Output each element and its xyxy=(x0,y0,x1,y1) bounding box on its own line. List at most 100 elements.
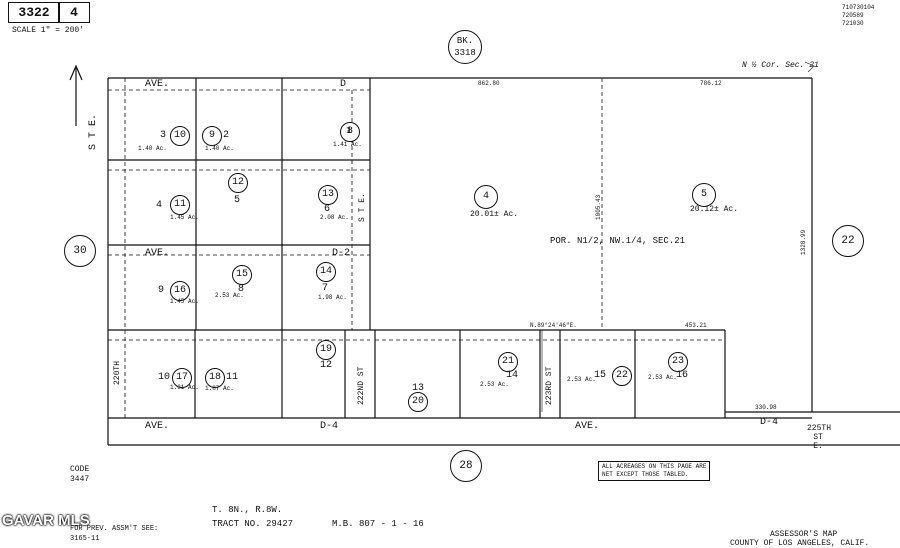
top-right-code-1: 710730104 xyxy=(842,4,875,11)
area-p11: 1.87 Ac. xyxy=(205,385,234,392)
block-15-parcel[interactable]: 22 xyxy=(612,366,632,386)
dim-mid-north: 1005.43 xyxy=(595,194,602,220)
area-p16: 2.53 Ac. xyxy=(648,374,677,381)
prev-assmt-value: 3165-11 xyxy=(70,535,100,543)
block-7-parcel-num: 14 xyxy=(319,266,332,277)
block-14: 14 xyxy=(506,370,519,381)
adjacent-page-28-label: 28 xyxy=(459,460,473,472)
area-p4: 1.45 Ac. xyxy=(170,214,199,221)
block-12-parcel[interactable]: 19 xyxy=(316,340,336,360)
block-7-parcel[interactable]: 14 xyxy=(316,262,336,282)
block-10-parcel-num: 17 xyxy=(175,372,188,383)
tract-number: TRACT NO. 29427 xyxy=(212,519,294,529)
parcel-4-circle[interactable]: 4 xyxy=(474,185,498,209)
block-1-parcel[interactable]: 8 xyxy=(340,122,360,142)
block-4: 4 xyxy=(156,200,163,211)
dim-top-b: 786.12 xyxy=(700,80,722,87)
block-1: 1 xyxy=(346,126,353,137)
area-p2: 1.40 Ac. xyxy=(205,145,234,152)
ave-d4-mid-label: D-4 xyxy=(320,421,339,432)
block-13: 13 xyxy=(412,383,425,394)
block-15-parcel-num: 22 xyxy=(615,370,628,381)
block-13-parcel-num: 20 xyxy=(411,396,424,407)
block-4-parcel[interactable]: 11 xyxy=(170,195,190,215)
block-14-parcel-num: 21 xyxy=(501,356,514,367)
page-number: 4 xyxy=(70,5,78,20)
code-value: 3447 xyxy=(70,475,90,484)
adjacent-page-28[interactable]: 28 xyxy=(450,450,482,482)
block-12: 12 xyxy=(320,360,333,371)
block-10: 10 xyxy=(158,372,171,383)
adjacent-page-22[interactable]: 22 xyxy=(832,225,864,257)
mls-watermark: GAVAR MLS xyxy=(2,512,90,529)
block-13-parcel[interactable]: 20 xyxy=(408,392,428,412)
ave-d4-right-label: D-4 xyxy=(760,417,779,428)
area-p9: 1.45 Ac. xyxy=(170,298,199,305)
adjacent-page-22-label: 22 xyxy=(841,235,855,247)
code-label: CODE xyxy=(70,465,90,474)
area-p3: 1.40 Ac. xyxy=(138,145,167,152)
block-8: 8 xyxy=(238,284,245,295)
ave-d4-right-left-label: AVE. xyxy=(575,421,600,432)
area-p10: 1.31 Ac. xyxy=(170,384,199,391)
st-223rd-label: 223RD ST xyxy=(545,366,554,405)
book-ref[interactable]: BK. 3318 xyxy=(448,30,482,64)
dim-sec-line: N.89°24'46"E. xyxy=(530,322,577,329)
map-number-box: 3322 xyxy=(8,2,60,23)
block-8-parcel[interactable]: 15 xyxy=(232,265,252,285)
dim-top-a: 862.80 xyxy=(478,80,500,87)
block-2-parcel[interactable]: 9 xyxy=(202,126,222,146)
block-12-parcel-num: 19 xyxy=(319,344,332,355)
map-number: 3322 xyxy=(18,5,50,20)
block-6: 6 xyxy=(324,204,331,215)
prev-assmt-label: FOR PREV. ASSM'T SEE: xyxy=(70,525,159,533)
acreage-note: ALL ACREAGES ON THIS PAGE ARE NET EXCEPT… xyxy=(598,461,711,481)
block-5-parcel-num: 12 xyxy=(231,177,244,188)
ave-d2-left-label: AVE. xyxy=(145,248,170,259)
parcel-4-number: 4 xyxy=(482,191,489,202)
st-222nd-label: 222ND ST xyxy=(357,366,366,405)
map-book-ref: M.B. 807 - 1 - 16 xyxy=(332,519,424,529)
block-9-parcel-num: 16 xyxy=(173,285,186,296)
page-number-box: 4 xyxy=(58,2,90,23)
block-9-parcel[interactable]: 16 xyxy=(170,281,190,301)
area-p8: 2.53 Ac. xyxy=(215,292,244,299)
top-right-code-3: 721030 xyxy=(842,20,864,27)
block-5-parcel[interactable]: 12 xyxy=(228,173,248,193)
st-e-mid-label: S T E. xyxy=(358,193,367,222)
block-3: 3 xyxy=(160,130,167,141)
area-p15: 2.53 Ac. xyxy=(567,376,596,383)
book-ref-number: 3318 xyxy=(454,48,476,58)
block-6-parcel[interactable]: 13 xyxy=(318,185,338,205)
block-5: 5 xyxy=(234,195,241,206)
assessor-map-title: ASSESSOR'S MAP xyxy=(770,530,838,539)
dim-bottom-right: 330.98 xyxy=(755,404,777,411)
block-11-parcel[interactable]: 18 xyxy=(205,368,225,388)
block-8-parcel-num: 15 xyxy=(235,269,248,280)
block-3-parcel-num: 10 xyxy=(173,130,186,141)
block-14-parcel[interactable]: 21 xyxy=(498,352,518,372)
block-11: 11 xyxy=(226,372,239,383)
block-1-parcel-num: 8 xyxy=(346,126,353,137)
block-11-parcel-num: 18 xyxy=(208,372,221,383)
area-p1: 1.41 Ac. xyxy=(333,141,362,148)
block-16-parcel[interactable]: 23 xyxy=(668,352,688,372)
acreage-note-line-1: ALL ACREAGES ON THIS PAGE ARE xyxy=(602,463,707,470)
block-10-parcel[interactable]: 17 xyxy=(172,368,192,388)
block-15: 15 xyxy=(594,370,607,381)
ave-d-top-right-label: D xyxy=(340,79,347,90)
section-corner-note: N ½ Cor. Sec. 21 xyxy=(742,61,819,70)
portion-label: POR. N1/2, NW.1/4, SEC.21 xyxy=(550,236,686,246)
township-range: T. 8N., R.8W. xyxy=(212,505,283,515)
scale-label: SCALE 1" = 200' xyxy=(12,26,85,35)
st-225th-label: 225TH ST E. xyxy=(807,424,832,451)
parcel-5-circle[interactable]: 5 xyxy=(692,183,716,207)
acreage-note-line-2: NET EXCEPT THOSE TABLED. xyxy=(602,471,689,478)
block-4-parcel-num: 11 xyxy=(173,199,186,210)
block-7: 7 xyxy=(322,283,329,294)
ave-d-top-left-label: AVE. xyxy=(145,79,170,90)
block-3-parcel[interactable]: 10 xyxy=(170,126,190,146)
parcel-4-area: 20.01± Ac. xyxy=(470,210,519,219)
adjacent-page-30[interactable]: 30 xyxy=(64,235,96,267)
area-p6: 2.08 Ac. xyxy=(320,214,349,221)
